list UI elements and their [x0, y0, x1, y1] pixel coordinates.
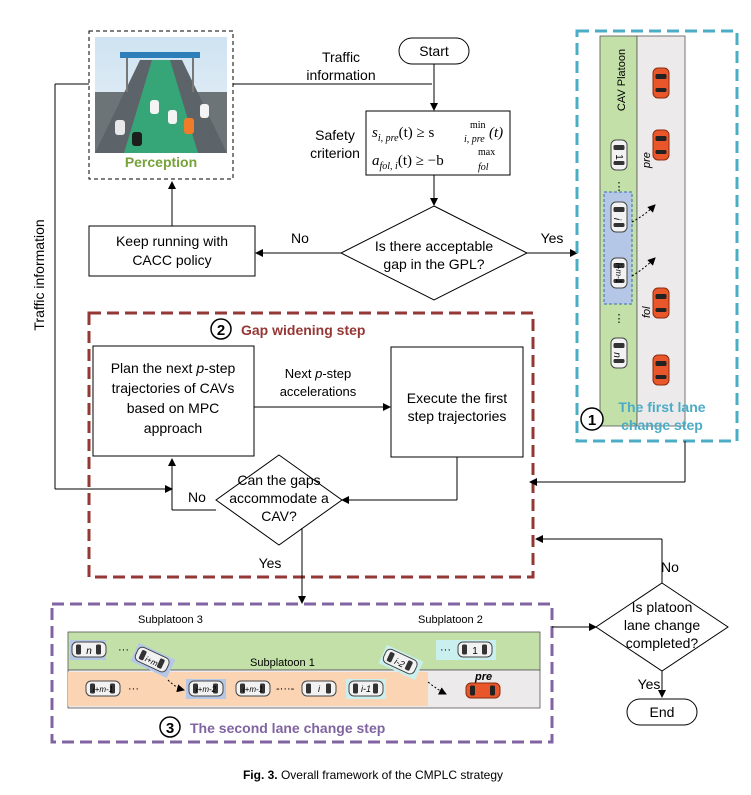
- execute-line2: step trajectories: [408, 408, 507, 424]
- step1-car-im1-label: i+m-1: [614, 263, 623, 283]
- safety-eq1-sup: min: [470, 120, 486, 131]
- plan-trajectories-box: Plan the next p-step trajectories of CAV…: [92, 345, 255, 457]
- start-terminal: Start: [398, 37, 470, 65]
- step1-car-1-label: 1: [613, 154, 624, 160]
- decision-accommodate-line2: accommodate a: [229, 490, 329, 506]
- step3-pre-label: pre: [474, 671, 492, 683]
- traffic-info-top-line2: information: [306, 67, 375, 83]
- step1-orange-car-1: [652, 67, 670, 99]
- perception-box: Perception: [88, 30, 234, 180]
- keep-running-line2: CACC policy: [132, 252, 211, 268]
- keep-running-line1: Keep running with: [116, 233, 228, 249]
- subplatoon1-label: Subplatoon 1: [250, 657, 315, 669]
- next-accel-line1: Next p-step: [285, 366, 351, 381]
- step3-car-i2-label: i-2: [393, 656, 406, 669]
- keep-running-box: Keep running with CACC policy: [88, 225, 256, 277]
- safety-eq1-sub: i, pre: [464, 134, 485, 145]
- safety-criterion-box: si, pre(t) ≥ s min i, pre (t) afol, i(t)…: [365, 110, 511, 176]
- safety-label-line2: criterion: [310, 145, 360, 161]
- step1-platoon-label: CAV Platoon: [616, 49, 628, 111]
- step1-number-circle: [580, 407, 604, 431]
- decision-accommodate: Can the gaps accommodate a CAV?: [215, 454, 343, 546]
- step1-orange-car-3: [652, 354, 670, 386]
- step3-title: The second lane change step: [190, 720, 385, 736]
- step1-title-line1: The first lane: [618, 399, 705, 415]
- step1-fol-label: fol: [641, 306, 653, 318]
- decision-gap-yes-label: Yes: [541, 230, 564, 246]
- step2-number: 2: [217, 322, 225, 339]
- perception-label: Perception: [125, 154, 197, 170]
- step1-title-line2: change step: [621, 417, 703, 433]
- execute-line1: Execute the first: [407, 390, 507, 406]
- step3-number: 3: [166, 720, 174, 737]
- decision-acceptable-gap: Is there acceptable gap in the GPL?: [339, 205, 529, 301]
- step3-container: [50, 602, 554, 744]
- step3-bottom-car-1-label: i+m-1: [93, 685, 113, 694]
- subplatoon2-label: Subplatoon 2: [418, 614, 483, 626]
- plan-line3: based on MPC: [127, 400, 220, 416]
- step3-number-circle: [159, 716, 181, 738]
- safety-label-line1: Safety: [315, 127, 355, 143]
- step3-lane-change-arrow-2: [427, 681, 447, 695]
- step3-lane-change-arrow-1: [167, 679, 185, 693]
- decision-gap-no-label: No: [291, 230, 309, 246]
- decision-complete-yes-label: Yes: [638, 676, 661, 692]
- step1-car-n-label: n: [611, 352, 622, 358]
- safety-eq1-end: (t): [489, 125, 503, 141]
- figure-caption: Fig. 3. Overall framework of the CMPLC s…: [243, 768, 503, 782]
- step3-bottom-car-2-label: i+m-2: [196, 685, 217, 694]
- decision-complete-line3: completed?: [626, 635, 699, 651]
- decision-accommodate-no-label: No: [188, 489, 206, 505]
- decision-complete-line1: Is platoon: [632, 599, 693, 615]
- step2-container: [87, 311, 535, 579]
- step1-container: [575, 29, 739, 443]
- step1-orange-car-pre: [652, 129, 670, 161]
- safety-eq2: afol, i(t) ≥ −b: [372, 153, 444, 172]
- plan-line2: trajectories of CAVs: [112, 380, 235, 396]
- decision-complete-no-label: No: [661, 559, 679, 575]
- subplatoon3-label: Subplatoon 3: [138, 614, 203, 626]
- perception-image: [95, 37, 227, 153]
- execute-box: Execute the first step trajectories: [390, 346, 524, 458]
- step3-dots-1: ···: [118, 644, 129, 656]
- decision-accommodate-yes-label: Yes: [259, 555, 282, 571]
- step1-car-i-label: i: [611, 218, 622, 221]
- traffic-info-top-line1: Traffic: [322, 49, 360, 65]
- end-terminal: End: [626, 698, 698, 726]
- decision-accommodate-line1: Can the gaps: [237, 472, 320, 488]
- step1-dots-2: ⋮: [614, 313, 625, 325]
- step3-dots-2: ···: [440, 644, 451, 656]
- step1-number: 1: [588, 412, 596, 429]
- step2-title: Gap widening step: [241, 322, 365, 338]
- step1-orange-car-fol: [652, 287, 670, 319]
- decision-complete-line2: lane change: [624, 617, 701, 633]
- step1-dots-1: ⋮: [614, 181, 625, 193]
- decision-accommodate-line3: CAV?: [261, 508, 297, 524]
- traffic-info-left-label: Traffic information: [31, 219, 47, 330]
- step3-bottom-car-5-label: i-1: [361, 684, 371, 694]
- step3-car-n-label: n: [86, 646, 92, 657]
- step1-road: CAV Platoon 1 ⋮ i i+m-1 ⋮ n pre fol: [599, 35, 686, 427]
- safety-eq1: si, pre(t) ≥ s: [372, 125, 434, 144]
- safety-eq2-sub: fol: [478, 162, 489, 173]
- next-accel-line2: accelerations: [280, 384, 357, 399]
- safety-eq2-sup: max: [478, 147, 495, 158]
- plan-line1: Plan the next p-step: [111, 360, 236, 376]
- step3-dots-4: -···-: [276, 683, 295, 695]
- start-label: Start: [419, 43, 449, 59]
- step3-dots-3: ···: [128, 683, 139, 695]
- step3-bottom-car-3-label: i+m-1: [243, 685, 263, 694]
- step3-orange-car-pre: [465, 682, 501, 699]
- step3-road: Subplatoon 3 Subplatoon 2 Subplatoon 1 n…: [67, 614, 541, 709]
- decision-gap-line2: gap in the GPL?: [383, 256, 484, 272]
- plan-line4: approach: [144, 420, 202, 436]
- step3-car-1-label: 1: [472, 646, 478, 657]
- step2-header: 2 Gap widening step: [210, 318, 365, 340]
- decision-gap-line1: Is there acceptable: [375, 238, 494, 254]
- decision-platoon-complete: Is platoon lane change completed?: [595, 582, 729, 672]
- end-label: End: [650, 704, 675, 720]
- step1-pre-label: pre: [641, 152, 653, 169]
- step3-bottom-car-4-label: i: [318, 684, 321, 694]
